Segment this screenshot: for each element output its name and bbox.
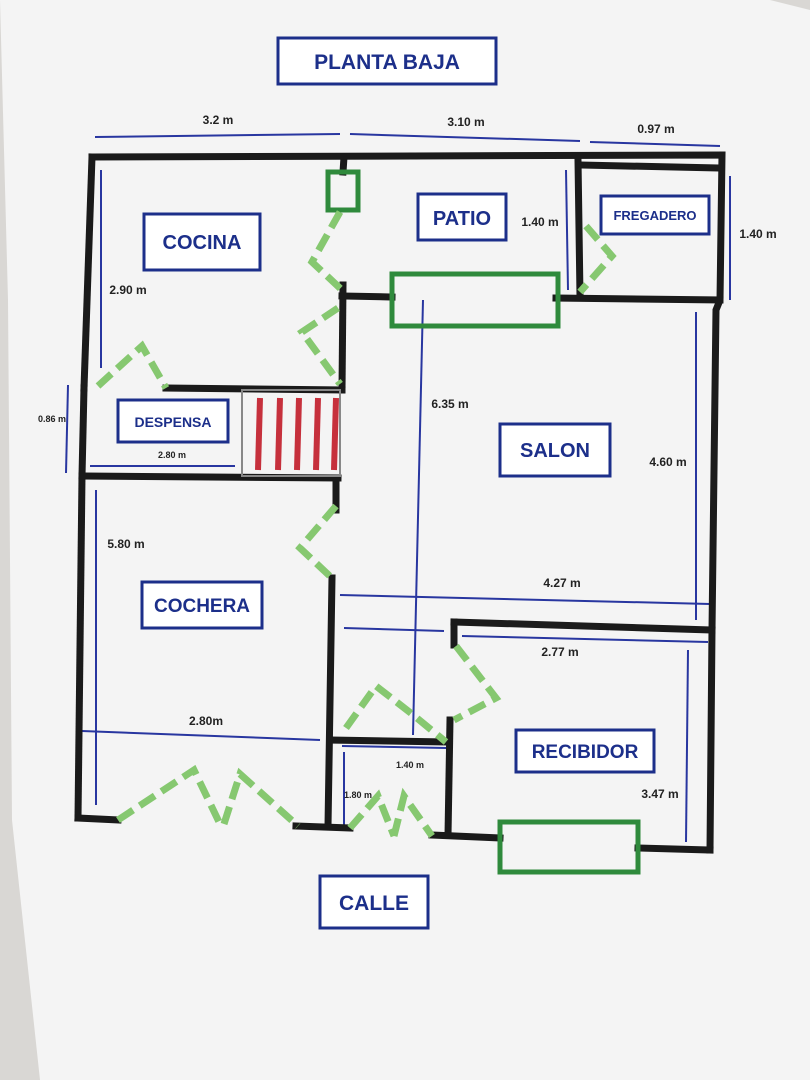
staircase xyxy=(241,389,341,477)
dim-line-small-width xyxy=(341,745,447,749)
dim-fregadero-height: 1.40 m xyxy=(739,227,776,241)
dim-line-recibidor-height xyxy=(685,649,689,843)
dim-cochera-height: 5.80 m xyxy=(107,537,144,551)
svg-text:DESPENSA: DESPENSA xyxy=(134,414,211,430)
dim-despensa-width: 2.80 m xyxy=(158,450,186,460)
dim-line-top-middle xyxy=(349,133,581,142)
dim-recibidor-height: 3.47 m xyxy=(641,787,678,801)
dim-recibidor-width: 2.77 m xyxy=(541,645,578,659)
title-text: PLANTA BAJA xyxy=(314,51,460,74)
street-label-box: CALLE xyxy=(318,874,430,930)
dim-cochera-width: 2.80m xyxy=(189,714,223,728)
recibidor-window xyxy=(497,819,641,875)
dim-line-cochera-width xyxy=(81,730,321,741)
dim-line-hall xyxy=(412,299,424,736)
dim-top-right: 0.97 m xyxy=(637,122,674,136)
dim-top-left: 3.2 m xyxy=(203,113,234,127)
room-cochera-label: COCHERA xyxy=(140,580,264,630)
room-patio-label: PATIO xyxy=(416,192,508,242)
room-fregadero-label: FREGADERO xyxy=(599,194,711,236)
svg-text:COCINA: COCINA xyxy=(163,232,242,254)
dim-line-despensa-height xyxy=(65,384,69,474)
svg-text:COCHERA: COCHERA xyxy=(154,596,250,617)
dim-line-hall-short xyxy=(343,627,445,632)
dim-small-room-width: 1.40 m xyxy=(396,760,424,770)
room-recibidor-label: RECIBIDOR xyxy=(514,728,656,774)
dim-salon-height: 4.60 m xyxy=(649,455,686,469)
dim-cocina-height: 2.90 m xyxy=(109,283,146,297)
door-swings xyxy=(95,210,617,839)
dim-hall-length: 6.35 m xyxy=(431,397,468,411)
dim-line-recibidor-width xyxy=(461,635,709,643)
dim-salon-width: 4.27 m xyxy=(543,576,580,590)
dim-line-top-right xyxy=(589,141,721,147)
title-box: PLANTA BAJA xyxy=(276,36,498,86)
dim-patio-height: 1.40 m xyxy=(521,215,558,229)
dim-line-salon-width xyxy=(339,594,711,605)
svg-text:RECIBIDOR: RECIBIDOR xyxy=(532,742,639,763)
svg-text:FREGADERO: FREGADERO xyxy=(613,208,696,223)
dim-top-middle: 3.10 m xyxy=(447,115,484,129)
street-label: CALLE xyxy=(339,892,409,915)
room-salon-label: SALON xyxy=(498,422,612,478)
patio-window xyxy=(325,169,361,213)
svg-text:SALON: SALON xyxy=(520,440,590,462)
dim-small-room-height: 1.80 m xyxy=(344,790,372,800)
dim-despensa-height: 0.86 m xyxy=(38,414,66,424)
dim-line-patio xyxy=(565,169,569,291)
svg-text:PATIO: PATIO xyxy=(433,208,491,230)
salon-window xyxy=(389,271,561,329)
room-cocina-label: COCINA xyxy=(142,212,262,272)
dim-line-top-left xyxy=(94,133,341,138)
room-despensa-label: DESPENSA xyxy=(116,398,230,444)
